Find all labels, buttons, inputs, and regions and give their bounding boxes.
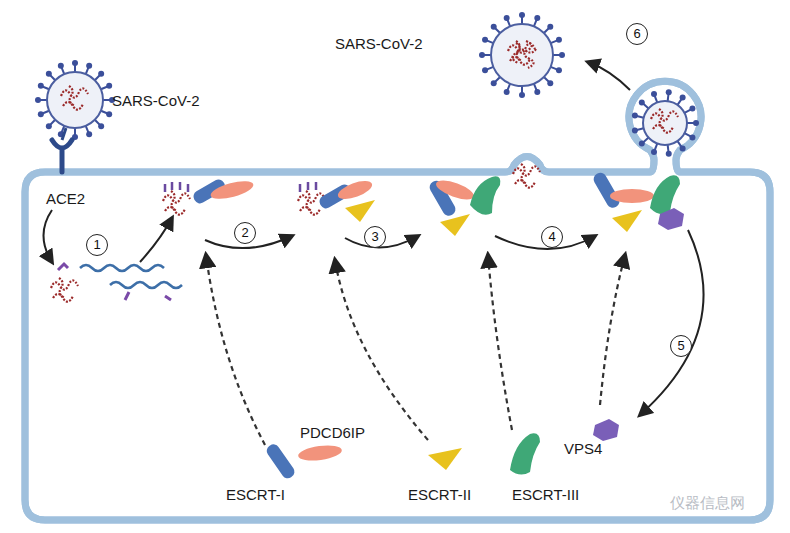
receptor-label: ACE2 [46, 190, 85, 208]
callout-number: 2 [234, 222, 256, 244]
callout-number: 6 [626, 23, 648, 45]
virus-label: SARS-CoV-2 [335, 35, 423, 53]
protein-label: ESCRT-II [408, 486, 471, 504]
protein-label: ESCRT-I [226, 486, 285, 504]
watermark: 仪器信息网 [670, 494, 745, 513]
protein-label: VPS4 [564, 440, 602, 458]
callout-number: 1 [86, 234, 108, 256]
virus-label: SARS-CoV-2 [112, 92, 200, 110]
protein-label: PDCD6IP [300, 424, 365, 442]
callout-number: 5 [670, 335, 692, 357]
callout-number: 3 [364, 226, 386, 248]
protein-label: ESCRT-III [512, 486, 579, 504]
callout-number: 4 [541, 226, 563, 248]
